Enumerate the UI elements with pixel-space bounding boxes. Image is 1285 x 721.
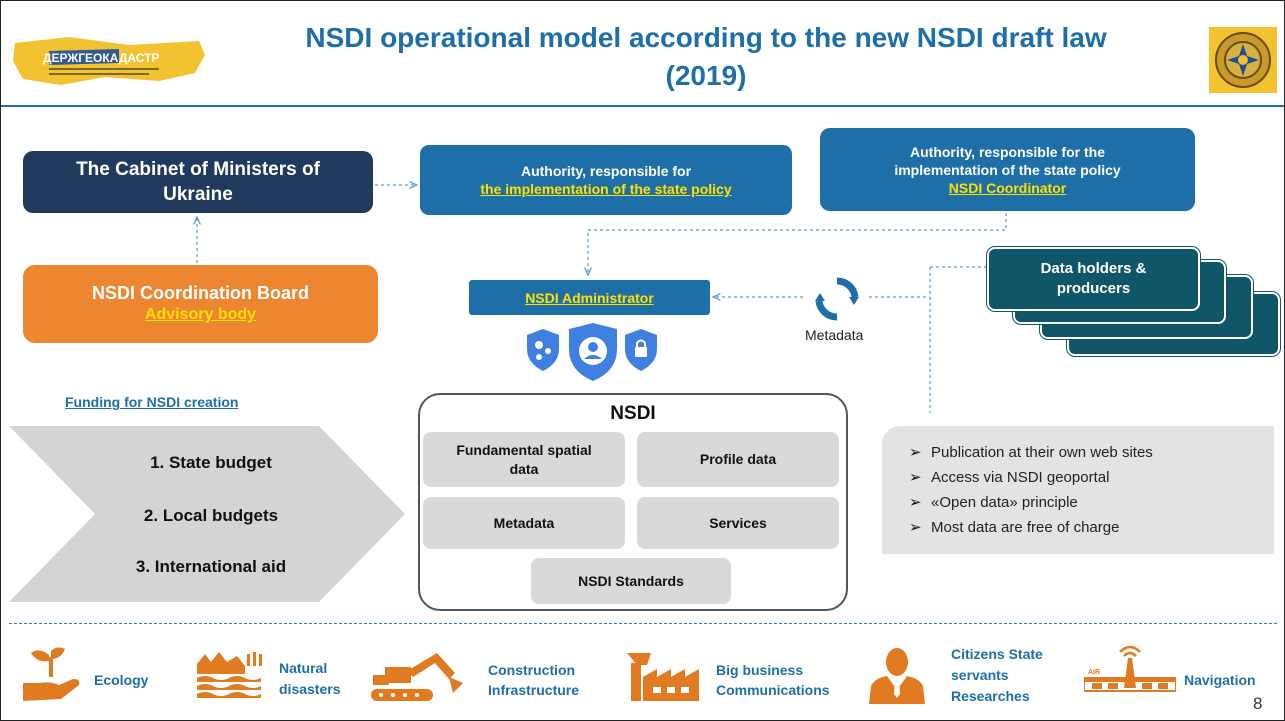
funding-item: 1. State budget — [150, 453, 272, 472]
nsdi-coordinator-label: NSDI Coordinator — [948, 179, 1067, 196]
sync-icon — [815, 277, 859, 321]
person-icon — [869, 648, 925, 704]
standards-label: NSDI Standards — [578, 572, 684, 589]
shield-lock-icon — [625, 329, 657, 371]
shield-icons — [527, 323, 657, 381]
svg-text:ДЕРЖГЕОКАДАСТР: ДЕРЖГЕОКАДАСТР — [43, 51, 159, 65]
profile-data-cell: Profile data — [637, 432, 839, 487]
principle-item: ➢ «Open data» principle — [909, 490, 1274, 515]
principle-text: «Open data» principle — [931, 494, 1078, 511]
authority-policy-line1: Authority, responsible for — [520, 163, 692, 179]
cabinet-of-ministers-box: The Cabinet of Ministers of Ukraine — [23, 151, 373, 213]
sector-ecology: Ecology — [94, 672, 149, 688]
arrow-bullet-icon: ➢ — [909, 494, 922, 511]
airport-tower-icon: AIR — [1084, 645, 1176, 692]
administrator-label: NSDI Administrator — [525, 289, 654, 306]
shield-user-icon — [569, 323, 617, 381]
authority-coordinator-line2: implementation of the state policy — [894, 161, 1121, 178]
data-holders-line2: producers — [1056, 280, 1131, 297]
svg-text:AIR: AIR — [1088, 669, 1100, 676]
principles-panel: ➢ Publication at their own web sites ➢ Acc… — [882, 426, 1274, 554]
data-holders-box: Data holders & producers — [987, 247, 1200, 311]
advisory-body-label: Advisory body — [144, 306, 257, 323]
factory-icon — [627, 653, 699, 701]
page-title: NSDI operational model according to the … — [221, 19, 1191, 95]
principle-item: ➢ Publication at their own web sites — [909, 440, 1274, 465]
plant-hand-icon — [23, 647, 80, 701]
fundamental-label: Fundamental spatial data — [456, 441, 592, 477]
principle-text: Access via NSDI geoportal — [931, 469, 1110, 486]
header-rule — [1, 105, 1284, 107]
funding-chevron — [9, 426, 405, 602]
authority-policy-box: Authority, responsible for the implement… — [420, 145, 792, 215]
funding-title: Funding for NSDI creation — [65, 394, 239, 410]
title-line-2: (2019) — [665, 60, 747, 91]
sector-big-business: Big business Communications — [716, 662, 830, 698]
principle-text: Publication at their own web sites — [931, 444, 1153, 461]
logo: ДЕРЖГЕОКАДАСТР — [13, 37, 205, 85]
metadata-label: Metadata — [493, 514, 555, 531]
authority-coordinator-box: Authority, responsible for the implement… — [820, 128, 1195, 211]
principle-item: ➢ Access via NSDI geoportal — [909, 465, 1274, 490]
arrow-bullet-icon: ➢ — [909, 469, 922, 486]
data-holders-line1: Data holders & — [1040, 260, 1147, 277]
arrow-coordinator-to-admin — [588, 213, 1007, 275]
nsdi-administrator-box: NSDI Administrator — [469, 280, 710, 315]
header: ДЕРЖГЕОКАДАСТР NSDI operational model ac… — [1, 1, 1284, 109]
cabinet-label: The Cabinet of Ministers of Ukraine — [76, 159, 320, 205]
sector-construction: Construction Infrastructure — [488, 662, 580, 698]
principle-text: Most data are free of charge — [931, 519, 1120, 536]
services-label: Services — [709, 514, 767, 531]
shield-network-icon — [527, 329, 559, 371]
principle-item: ➢ Most data are free of charge — [909, 515, 1274, 540]
emblem-icon — [1209, 27, 1277, 93]
metadata-cell: Metadata — [423, 497, 625, 549]
page-number: 8 — [1253, 694, 1263, 713]
arrow-bullet-icon: ➢ — [909, 519, 922, 536]
nsdi-title: NSDI — [610, 403, 656, 424]
section-divider — [9, 623, 1277, 624]
coordination-board-box: NSDI Coordination Board Advisory body — [23, 265, 378, 343]
coordination-board-label: NSDI Coordination Board — [92, 283, 309, 303]
funding-item: 3. International aid — [135, 557, 287, 576]
excavator-icon — [371, 653, 463, 701]
sector-navigation: Navigation — [1184, 672, 1256, 688]
flood-icon — [197, 652, 262, 698]
title-line-1: NSDI operational model according to the … — [305, 22, 1107, 53]
funding-item: 2. Local budgets — [143, 506, 279, 525]
profile-label: Profile data — [699, 451, 777, 467]
arrow-bullet-icon: ➢ — [909, 444, 922, 461]
fundamental-spatial-data-cell: Fundamental spatial data — [423, 432, 625, 487]
sector-citizens: Citizens State servants Researches — [951, 646, 1043, 704]
nsdi-standards-cell: NSDI Standards — [531, 558, 731, 604]
nsdi-container: NSDI Fundamental spatial data Profile da… — [418, 393, 848, 611]
metadata-flow-label: Metadata — [805, 327, 864, 343]
services-cell: Services — [637, 497, 839, 549]
sector-natural-disasters: Natural disasters — [279, 660, 341, 697]
authority-policy-link: the implementation of the state policy — [480, 181, 732, 197]
authority-coordinator-line1: Authority, responsible for the — [910, 143, 1105, 160]
